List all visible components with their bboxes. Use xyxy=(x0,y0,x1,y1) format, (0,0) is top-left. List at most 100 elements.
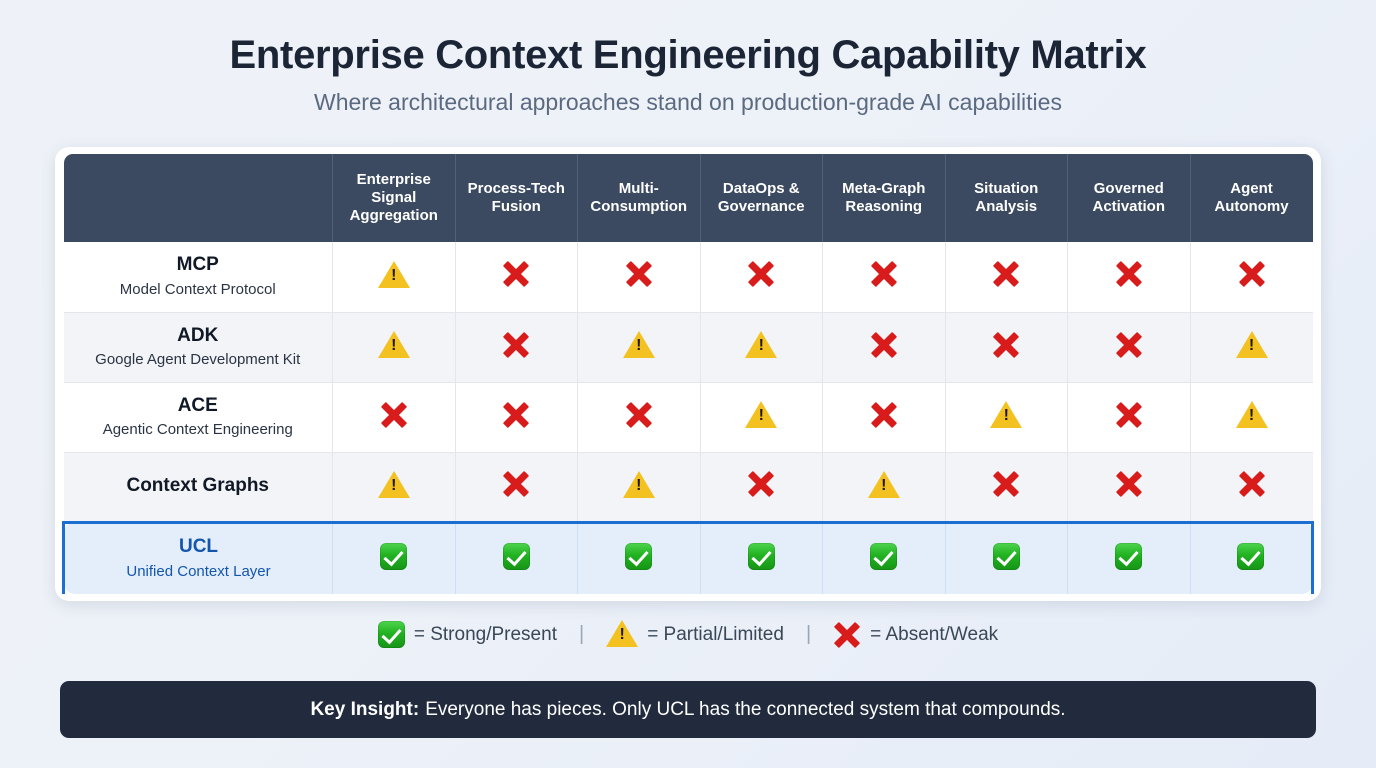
row-label-cell: Context Graphs xyxy=(63,452,333,523)
capability-cell xyxy=(822,312,946,383)
cross-icon xyxy=(625,401,653,429)
row-title: ACE xyxy=(177,394,218,416)
table-row: MCP Model Context Protocol xyxy=(63,242,1313,313)
capability-cell xyxy=(577,242,701,313)
row-label-cell: MCP Model Context Protocol xyxy=(63,242,333,313)
cross-icon xyxy=(992,260,1020,288)
warning-icon xyxy=(745,331,778,358)
capability-cell xyxy=(1190,382,1313,453)
capability-cell xyxy=(1190,242,1313,313)
warning-icon xyxy=(622,470,655,498)
table-body: MCP Model Context ProtocolADKGoogle Agent… xyxy=(62,242,1314,594)
capability-cell xyxy=(822,520,946,594)
warning-icon xyxy=(377,260,410,288)
row-title: Context Graphs xyxy=(126,475,270,497)
cross-icon xyxy=(992,470,1020,498)
capability-cell xyxy=(455,312,578,383)
cross-icon xyxy=(870,401,898,429)
capability-cell xyxy=(577,452,701,523)
capability-cell xyxy=(455,520,578,594)
capability-cell xyxy=(1190,520,1314,594)
capability-cell xyxy=(577,382,701,453)
warning-icon xyxy=(867,470,900,498)
table-row: ACE Agentic Context Engineering xyxy=(63,382,1313,453)
table-row: Context Graphs xyxy=(63,452,1313,523)
check-icon xyxy=(377,621,405,648)
cross-icon xyxy=(747,260,775,288)
cross-icon xyxy=(1115,470,1143,498)
capability-cell xyxy=(945,242,1068,313)
capability-cell xyxy=(1190,452,1313,523)
column-header-3: DataOps & Governance xyxy=(700,154,823,242)
capability-cell xyxy=(455,242,578,313)
legend-label: = Strong/Present xyxy=(413,623,557,645)
warning-icon xyxy=(745,401,778,428)
warning-icon xyxy=(1235,331,1268,358)
legend-separator: | xyxy=(578,623,585,645)
capability-cell xyxy=(945,382,1068,453)
key-insight-text: Everyone has pieces. Only UCL has the co… xyxy=(425,698,1066,720)
page-header: Enterprise Context Engineering Capabilit… xyxy=(0,0,1376,116)
row-label-cell: ACE Agentic Context Engineering xyxy=(63,382,333,453)
key-insight-label: Key Insight: xyxy=(310,698,420,720)
check-icon xyxy=(1115,542,1143,570)
column-header-6: Governed Activation xyxy=(1067,154,1191,242)
check-icon xyxy=(502,542,530,570)
capability-cell xyxy=(945,312,1068,383)
capability-cell xyxy=(700,452,823,523)
warning-icon xyxy=(990,401,1023,428)
warning-icon xyxy=(377,331,410,358)
row-title: ADK xyxy=(177,324,219,346)
capability-cell xyxy=(455,382,578,453)
warning-icon xyxy=(1235,401,1268,428)
capability-cell xyxy=(1067,452,1191,523)
cross-icon xyxy=(833,621,861,649)
warning-icon xyxy=(622,331,655,358)
cross-icon xyxy=(1115,260,1143,288)
row-title: UCL xyxy=(178,536,219,558)
cross-icon xyxy=(870,331,898,359)
column-header-1: Process-Tech Fusion xyxy=(455,154,578,242)
cross-icon xyxy=(502,401,530,429)
cross-icon xyxy=(1238,260,1266,288)
page-subtitle: Where architectural approaches stand on … xyxy=(314,88,1062,115)
cross-icon xyxy=(502,470,530,498)
capability-cell xyxy=(700,242,823,313)
cross-icon xyxy=(992,331,1020,359)
cross-icon xyxy=(380,401,408,429)
cross-icon xyxy=(1115,401,1143,429)
cross-icon xyxy=(625,260,653,288)
capability-cell xyxy=(1067,520,1191,594)
capability-cell xyxy=(1067,242,1191,313)
capability-cell xyxy=(577,312,701,383)
row-subtitle: Model Context Protocol xyxy=(119,281,276,299)
check-icon xyxy=(380,542,408,570)
capability-cell xyxy=(945,520,1068,594)
row-subtitle: Unified Context Layer xyxy=(126,563,271,581)
header-corner-cell xyxy=(63,154,333,242)
row-subtitle: Agentic Context Engineering xyxy=(102,421,293,439)
legend-label: = Absent/Weak xyxy=(870,623,999,645)
cross-icon xyxy=(502,331,530,359)
column-header-2: Multi-Consumption xyxy=(577,154,701,242)
check-icon xyxy=(625,542,653,570)
capability-cell xyxy=(1190,312,1313,383)
cross-icon xyxy=(870,260,898,288)
column-header-5: Situation Analysis xyxy=(945,154,1068,242)
capability-cell xyxy=(332,520,456,594)
check-icon xyxy=(992,542,1020,570)
row-title: MCP xyxy=(176,254,219,276)
column-header-0: Enterprise Signal Aggregation xyxy=(332,154,456,242)
key-insight-banner: Key Insight: Everyone has pieces. Only U… xyxy=(60,681,1316,738)
column-header-7: Agent Autonomy xyxy=(1190,154,1313,242)
legend-item: = Absent/Weak xyxy=(833,621,998,649)
row-label-cell: UCL Unified Context Layer xyxy=(62,520,333,594)
capability-cell xyxy=(455,452,578,523)
legend: = Strong/Present|= Partial/Limited|= Abs… xyxy=(0,620,1376,649)
capability-cell xyxy=(332,242,456,313)
capability-cell xyxy=(332,452,456,523)
